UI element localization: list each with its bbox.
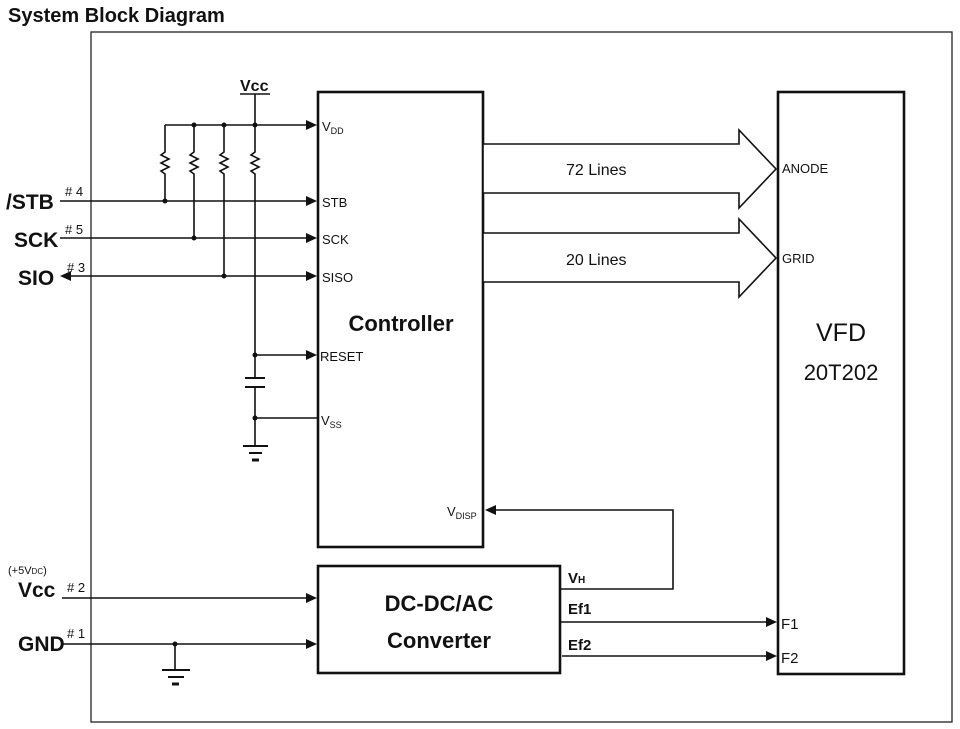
sio-out-arrow [60,271,71,281]
input-label-sck: SCK [14,229,58,252]
pullup-resistor-sck [188,125,200,238]
pin-label-siso: SISO [322,270,353,285]
pin-label-vdisp: VDISP [447,504,477,521]
pin-number-vcc: # 2 [67,580,85,595]
converter-label-line1: DC-DC/AC [385,591,494,616]
vdd-arrow [306,120,317,130]
vcc-voltage-note: (+5VDC) [8,565,47,577]
vcc-arrow [306,593,317,603]
pin-number-stb: # 4 [65,184,83,199]
grid-bus-arrow [482,216,778,300]
pullup-resistor-stb [159,125,171,201]
module-frame [90,31,953,723]
vcc-top-label: Vcc [240,78,269,95]
output-label-ef1: Ef1 [568,601,591,618]
vfd-pin-anode: ANODE [782,161,829,176]
pullup-resistor-sio [218,125,230,276]
controller-label: Controller [348,311,454,336]
vfd-pin-grid: GRID [782,251,815,266]
f2-arrow [766,651,777,661]
pin-label-reset: RESET [320,349,363,364]
junction-dot [252,415,258,421]
diagram-title: System Block Diagram [8,5,225,27]
vfd-label: VFD [816,319,866,347]
junction-dot [252,352,258,358]
vdisp-arrow [485,505,496,515]
output-label-vh: VH [568,570,585,587]
vfd-pin-f2: F2 [781,650,799,667]
pullup-resistor-reset [249,125,261,378]
pin-number-sck: # 5 [65,222,83,237]
vh-to-vdisp-wire [496,509,674,590]
ground-icon [162,669,190,686]
pin-label-stb: STB [322,195,347,210]
vfd-model: 20T202 [804,360,879,385]
controller-block [316,90,485,549]
converter-block [316,564,562,675]
vfd-pin-f1: F1 [781,616,799,633]
input-label-gnd: GND [18,633,65,656]
f1-arrow [766,617,777,627]
junction-dot [162,198,168,204]
pin-number-gnd: # 1 [67,626,85,641]
pin-label-sck: SCK [322,232,349,247]
sio-in-arrow [306,271,317,281]
grid-bus-label: 20 Lines [566,252,627,269]
output-label-ef2: Ef2 [568,637,591,654]
input-label-sio: SIO [18,267,54,290]
converter-label-line2: Converter [387,628,491,653]
anode-bus-arrow [482,127,778,211]
anode-bus-label: 72 Lines [566,162,627,179]
vfd-block [776,90,906,676]
stb-arrow [306,196,317,206]
sck-arrow [306,233,317,243]
pin-number-sio: # 3 [67,260,85,275]
input-label-stb: /STB [6,191,54,214]
reset-capacitor [245,377,265,388]
gnd-arrow [306,639,317,649]
junction-dot [221,273,227,279]
input-label-vcc: Vcc [18,579,56,602]
ground-icon [243,445,268,462]
reset-arrow [306,350,317,360]
pin-label-vdd: VDD [322,119,344,136]
pin-label-vss: VSS [321,413,342,430]
junction-dot [191,235,197,241]
